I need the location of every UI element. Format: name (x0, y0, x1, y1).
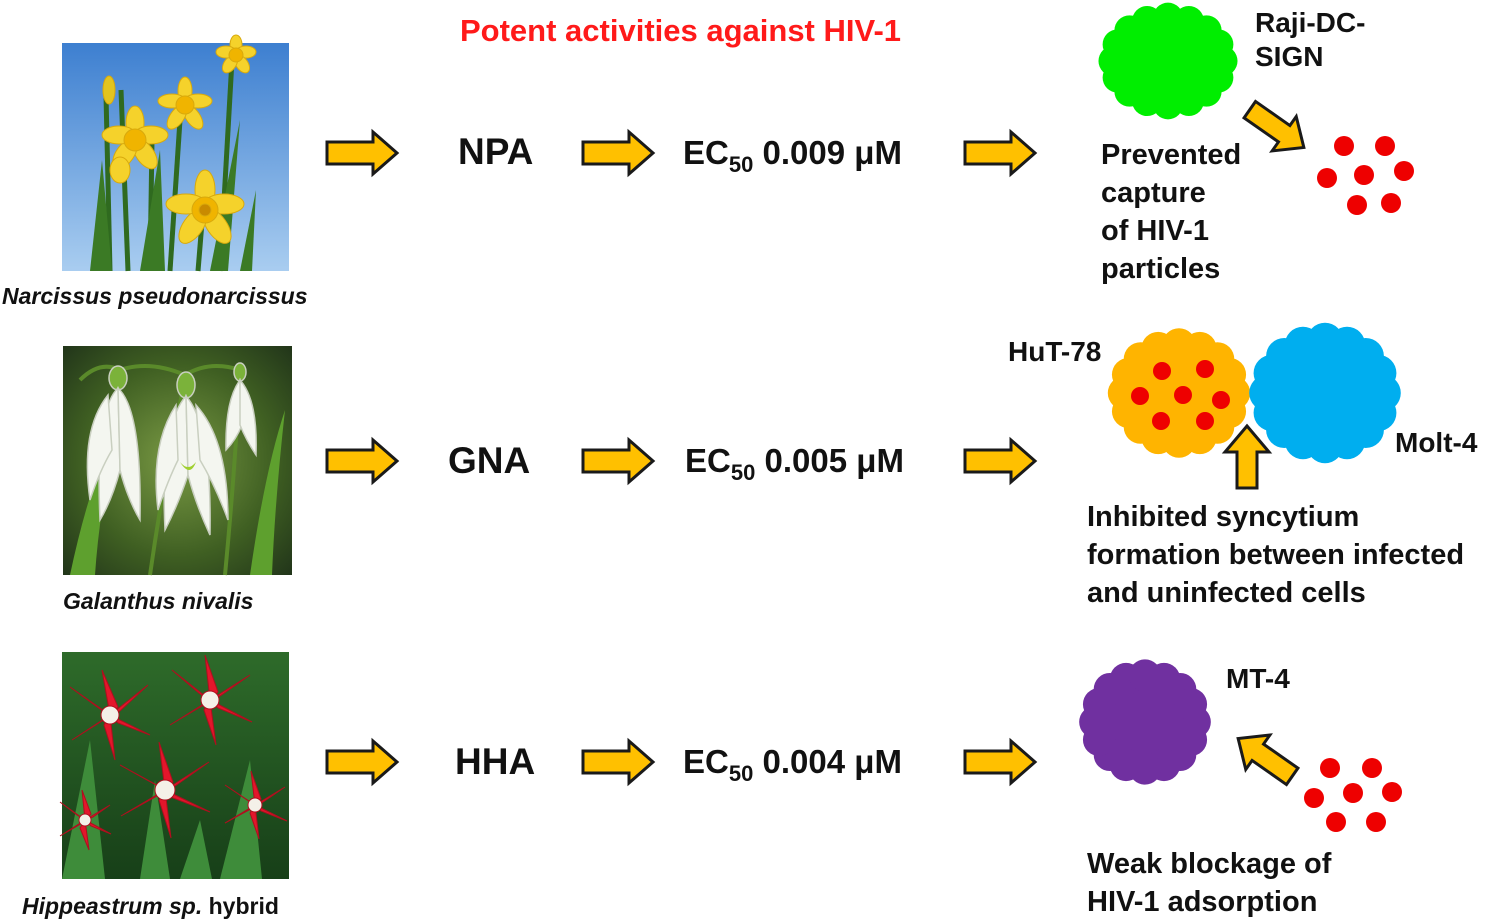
virus-particle (1196, 412, 1214, 430)
snowdrop-photo (63, 346, 292, 576)
virus-particle (1153, 362, 1171, 380)
virus-cluster-row3 (1304, 758, 1402, 832)
ec50-hha: EC50 0.004 μM (683, 743, 902, 786)
virus-particle (1354, 165, 1374, 185)
molt-4-cell (1249, 322, 1401, 464)
virus-particle (1382, 782, 1402, 802)
virus-cluster-row2 (1131, 360, 1230, 430)
lectin-hha: HHA (455, 741, 536, 782)
effect-hha: Weak blockage of HIV-1 adsorption (1087, 848, 1332, 918)
cell-label-mt-4: MT-4 (1226, 663, 1290, 694)
mt-4-cell (1079, 659, 1211, 785)
virus-particle (1334, 136, 1354, 156)
virus-particle (1375, 136, 1395, 156)
arrow-ec50-to-effect-3 (963, 737, 1038, 787)
ec50-gna: EC50 0.005 μM (685, 442, 904, 485)
lectin-npa: NPA (458, 131, 534, 172)
daffodil-photo (62, 34, 289, 272)
virus-particle (1212, 391, 1230, 409)
arrow-up-syncytium (1221, 423, 1273, 490)
raji-dc-sign-cell (1098, 2, 1238, 120)
cell-label-hut-78: HuT-78 (1008, 336, 1102, 367)
virus-particle (1343, 783, 1363, 803)
effect-gna: Inhibited syncytium formation between in… (1087, 501, 1465, 609)
virus-particle (1174, 386, 1192, 404)
arrow-plant-to-lectin-2 (325, 436, 400, 486)
arrow-lectin-to-ec50-1 (581, 128, 656, 178)
plant-caption-galanthus: Galanthus nivalis (63, 588, 254, 614)
plant-caption-hippeastrum: Hippeastrum sp. hybrid (22, 893, 279, 919)
arrow-lectin-to-ec50-2 (581, 436, 656, 486)
plant-caption-narcissus: Narcissus pseudonarcissus (2, 283, 308, 309)
virus-particle (1152, 412, 1170, 430)
arrow-cell-to-particles (1241, 99, 1306, 153)
virus-particle (1131, 387, 1149, 405)
effect-npa: Prevented capture of HIV-1 particles (1101, 139, 1242, 285)
virus-particle (1326, 812, 1346, 832)
ec50-npa: EC50 0.009 μM (683, 134, 902, 177)
virus-particle (1381, 193, 1401, 213)
virus-particle (1362, 758, 1382, 778)
diagram-title: Potent activities against HIV-1 (460, 13, 902, 48)
arrow-ec50-to-effect-2 (963, 436, 1038, 486)
virus-particle (1366, 812, 1386, 832)
cell-label-molt-4: Molt-4 (1395, 427, 1478, 458)
virus-particle (1347, 195, 1367, 215)
amaryllis-photo (59, 652, 289, 879)
virus-particle (1196, 360, 1214, 378)
arrow-plant-to-lectin-1 (325, 128, 400, 178)
lectin-gna: GNA (448, 440, 531, 481)
arrow-lectin-to-ec50-3 (581, 737, 656, 787)
virus-cluster-row1 (1317, 136, 1414, 215)
arrow-plant-to-lectin-3 (325, 737, 400, 787)
cell-label-raji-dc-sign: Raji-DC-SIGN (1255, 7, 1366, 72)
virus-particle (1317, 168, 1337, 188)
virus-particle (1304, 788, 1324, 808)
virus-particle (1394, 161, 1414, 181)
arrow-ec50-to-effect-1 (963, 128, 1038, 178)
virus-particles (1131, 136, 1414, 832)
virus-particle (1320, 758, 1340, 778)
cell-shapes (1079, 2, 1401, 785)
arrow-particles-to-cell (1236, 733, 1301, 787)
